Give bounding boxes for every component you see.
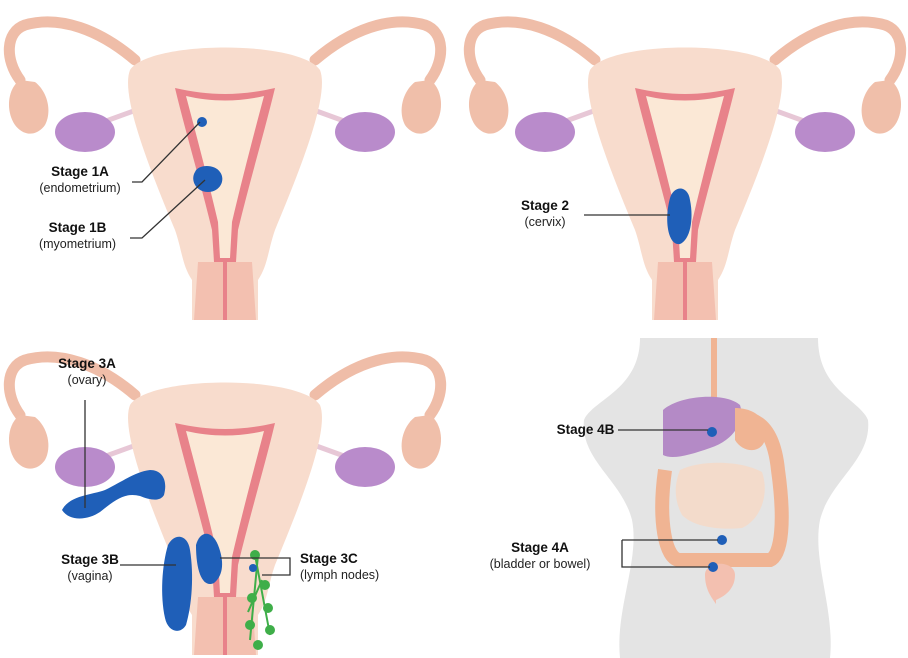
label-stage-4a: Stage 4A (bladder or bowel) <box>470 540 610 573</box>
label-stage-3b: Stage 3B (vagina) <box>55 552 125 585</box>
label-stage-3c: Stage 3C (lymph nodes) <box>300 551 400 584</box>
label-stage-3c-sub: (lymph nodes) <box>300 568 400 584</box>
small-intestine <box>676 463 765 529</box>
label-stage-4a-sub: (bladder or bowel) <box>470 557 610 573</box>
label-stage-2: Stage 2 (cervix) <box>510 198 580 231</box>
tumour-stage-3c <box>249 564 257 572</box>
label-stage-3b-sub: (vagina) <box>55 569 125 585</box>
label-stage-1a-title: Stage 1A <box>25 164 135 181</box>
label-stage-2-sub: (cervix) <box>510 215 580 231</box>
label-stage-1b-title: Stage 1B <box>25 220 130 237</box>
label-stage-2-title: Stage 2 <box>510 198 580 215</box>
label-stage-1a-sub: (endometrium) <box>25 181 135 197</box>
label-stage-1b: Stage 1B (myometrium) <box>25 220 130 253</box>
label-stage-1a: Stage 1A (endometrium) <box>25 164 135 197</box>
panel-stage-2 <box>469 22 901 320</box>
tumour-stage-3b-left <box>162 537 192 631</box>
label-stage-3c-title: Stage 3C <box>300 551 400 568</box>
tumour-stage-4b <box>707 427 717 437</box>
label-stage-3a-title: Stage 3A <box>47 356 127 373</box>
panel-stage-4 <box>584 338 869 658</box>
label-stage-3b-title: Stage 3B <box>55 552 125 569</box>
tumour-stage-1a <box>197 117 207 127</box>
label-stage-3a-sub: (ovary) <box>47 373 127 389</box>
label-stage-1b-sub: (myometrium) <box>25 237 130 253</box>
label-stage-4b-title: Stage 4B <box>553 422 618 439</box>
tumour-stage-4a-bowel <box>717 535 727 545</box>
label-stage-4b: Stage 4B <box>553 422 618 439</box>
label-stage-3a: Stage 3A (ovary) <box>47 356 127 389</box>
label-stage-4a-title: Stage 4A <box>470 540 610 557</box>
panel-stage-3 <box>9 357 441 655</box>
